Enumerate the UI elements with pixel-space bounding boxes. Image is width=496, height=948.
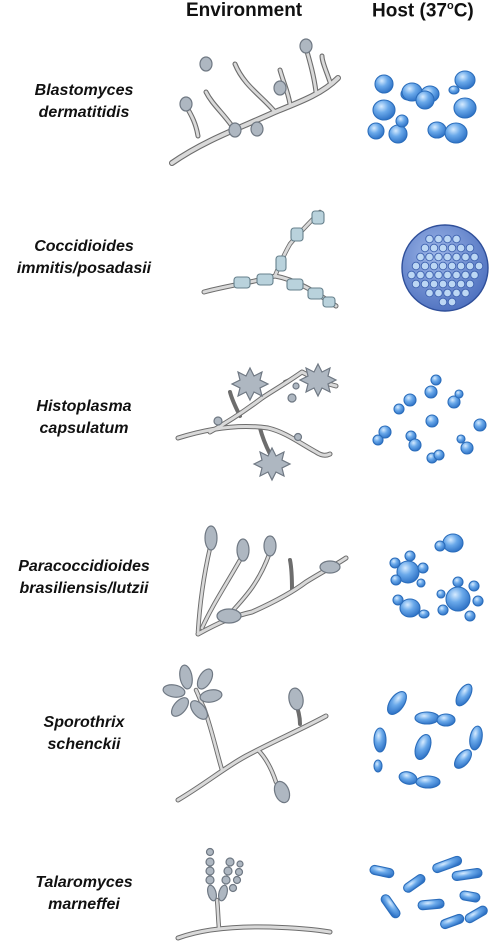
endospore [461, 270, 470, 280]
endospore [438, 261, 448, 271]
coccidioides-arthroconidia [233, 210, 336, 308]
endospore [465, 279, 475, 289]
endospore [429, 279, 439, 289]
endospore [420, 243, 430, 253]
endospore [434, 288, 443, 298]
endospore [429, 243, 439, 253]
endospore [443, 270, 452, 280]
endospore [470, 270, 479, 280]
sporothrix-conidia-rosette [162, 664, 304, 804]
endospore [416, 270, 425, 280]
endospore [411, 279, 421, 289]
paracoccidioides-yeasts [389, 533, 484, 622]
endospore [452, 270, 461, 280]
paracoccidioides-conidia [204, 525, 341, 624]
endospore [434, 252, 443, 262]
talaromyces-mold-hyphae [175, 884, 333, 941]
endospore [438, 279, 448, 289]
endospore [447, 243, 457, 253]
endospore [416, 252, 425, 262]
endospore [447, 279, 457, 289]
endospore [456, 243, 466, 253]
blastomyces-mold-hyphae [169, 45, 341, 166]
blastomyces-yeasts [367, 70, 477, 144]
sporothrix-yeasts [373, 683, 483, 789]
coccidioides-spherule [401, 224, 489, 312]
endospore [474, 261, 484, 271]
endospore [461, 252, 470, 262]
endospore [425, 252, 434, 262]
endospore [452, 288, 461, 298]
endospore [434, 270, 443, 280]
endospore [447, 297, 457, 307]
endospore [452, 252, 461, 262]
blastomyces-conidia [179, 38, 313, 138]
endospore [420, 279, 430, 289]
talaromyces-conidia-chains [205, 847, 244, 893]
endospore [434, 234, 443, 244]
endospore [470, 252, 479, 262]
endospore [465, 243, 475, 253]
endospore [461, 288, 470, 298]
endospore [456, 261, 466, 271]
endospore [447, 261, 457, 271]
endospore [420, 261, 430, 271]
endospore [443, 288, 452, 298]
talaromyces-fission-yeasts [369, 855, 488, 930]
endospore [443, 234, 452, 244]
endospore [411, 261, 421, 271]
endospore [438, 297, 448, 307]
histoplasma-conidia [213, 362, 338, 482]
endospore [425, 234, 434, 244]
endospore [425, 270, 434, 280]
endospore [452, 234, 461, 244]
endospore [465, 261, 475, 271]
endospore [438, 243, 448, 253]
endospore [425, 288, 434, 298]
host-header: Host (37oC) [372, 0, 474, 22]
endospore [407, 270, 416, 280]
environment-header: Environment [186, 0, 303, 21]
histoplasma-yeasts [372, 374, 487, 464]
endospore [429, 261, 439, 271]
endospore [443, 252, 452, 262]
endospore [456, 279, 466, 289]
